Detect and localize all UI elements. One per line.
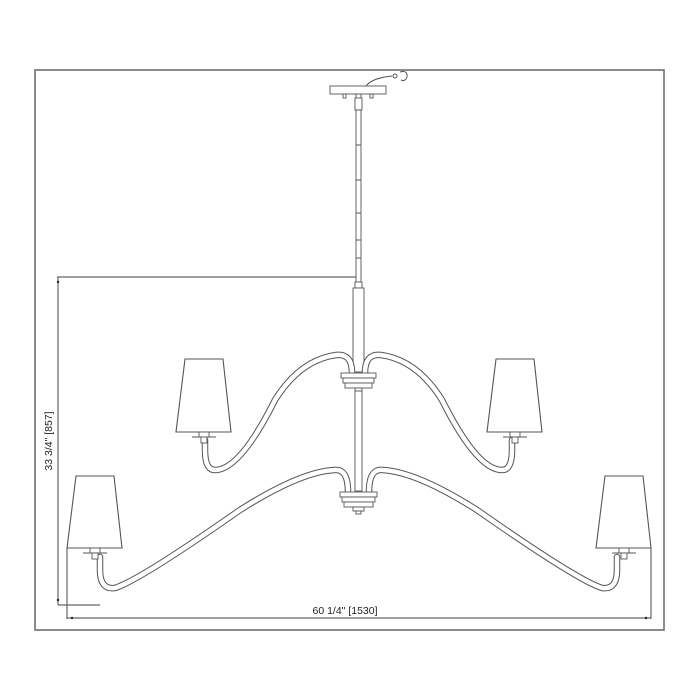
lamp-shade-upper-left — [175, 358, 232, 444]
upper-hub — [340, 372, 377, 392]
height-dimension-label: 33 3/4" [857] — [43, 411, 55, 470]
lower-tier-arms — [96, 466, 621, 592]
lamp-shade-upper-right — [486, 358, 543, 444]
lamp-shade-lower-left — [66, 475, 123, 560]
lower-hub — [339, 491, 378, 515]
ceiling-canopy — [329, 85, 387, 100]
lamp-shade-lower-right — [595, 475, 652, 560]
center-stem — [354, 390, 363, 492]
downrod — [352, 97, 365, 373]
hook-icon — [365, 71, 408, 87]
width-dimension — [66, 548, 652, 620]
upper-tier-arms — [201, 351, 516, 474]
drawing-frame — [34, 69, 665, 631]
height-dimension — [56, 276, 356, 606]
width-dimension-label: 60 1/4" [1530] — [312, 605, 377, 617]
